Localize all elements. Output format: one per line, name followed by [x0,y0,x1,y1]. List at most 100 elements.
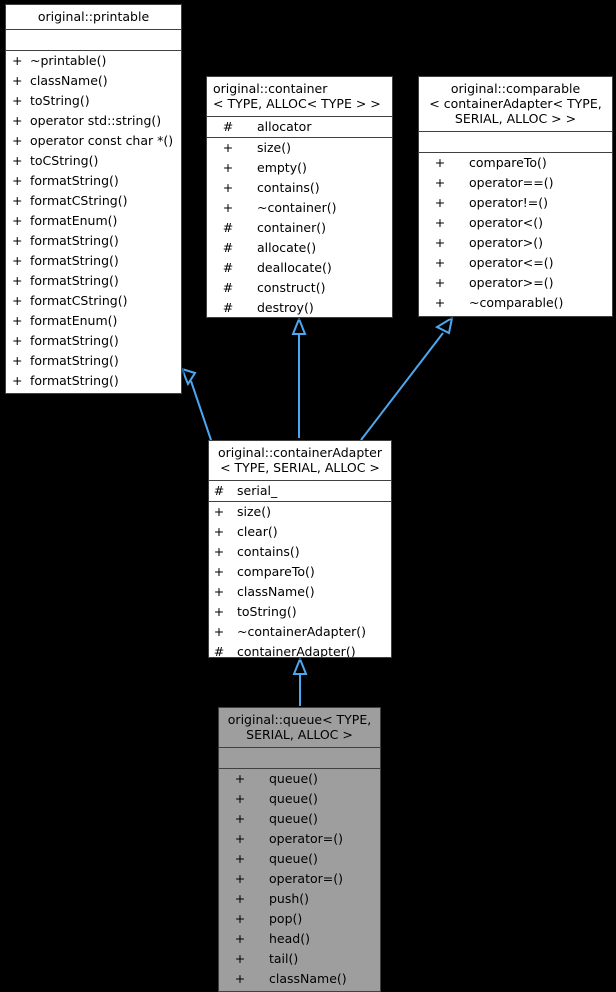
operation-name: operator std::string() [30,113,162,128]
visibility-marker: + [213,564,225,579]
class-box-container-adapter[interactable]: original::containerAdapter < TYPE, SERIA… [208,440,392,658]
operation-row[interactable]: + queue() [219,849,380,869]
operation-row[interactable]: + operator std::string() [6,111,181,131]
operation-name: queue() [269,771,318,786]
operation-row[interactable]: + head() [219,929,380,949]
visibility-marker: # [222,280,234,295]
class-box-queue[interactable]: original::queue< TYPE, SERIAL, ALLOC > +… [218,707,381,992]
operation-name: clear() [237,524,278,539]
visibility-marker: + [12,73,23,88]
operation-name: formatString() [30,333,119,348]
visibility-marker: + [12,93,23,108]
operation-row[interactable]: + compareTo() [419,153,612,173]
operation-row[interactable]: + formatString() [6,371,181,391]
edge-queue-to-adapter [292,656,308,706]
class-box-comparable[interactable]: original::comparable < containerAdapter<… [418,76,613,317]
operation-row[interactable]: + queue() [219,769,380,789]
operation-row[interactable]: + ~containerAdapter() [209,622,391,642]
operation-row[interactable]: + operator=() [219,869,380,889]
operation-row[interactable]: + size() [207,138,392,158]
operation-row[interactable]: + toString() [209,602,391,622]
visibility-marker: + [12,233,23,248]
operation-row[interactable]: # containerAdapter() [209,642,391,657]
class-title-printable: original::printable [6,5,181,30]
operation-row[interactable]: + toCString() [6,151,181,171]
operation-row[interactable]: + size() [209,502,391,522]
hollow-triangle-arrowhead [434,315,454,335]
class-box-printable[interactable]: original::printable + ~printable() + cla… [5,4,182,394]
operation-row[interactable]: # destroy() [207,298,392,317]
visibility-marker: + [12,273,23,288]
empty-attribute-section [419,132,612,152]
operation-row[interactable]: + formatString() [6,171,181,191]
operation-row[interactable]: + formatCString() [6,291,181,311]
operation-name: size() [237,504,271,519]
operation-row[interactable]: + formatString() [6,351,181,371]
operation-name: destroy() [257,300,314,315]
operation-row[interactable]: + queue() [219,809,380,829]
class-title-container-adapter: original::containerAdapter < TYPE, SERIA… [209,441,391,481]
operation-name: toCString() [30,153,99,168]
operation-row[interactable]: # deallocate() [207,258,392,278]
class-operations-container: + size() + empty() + contains() + ~conta… [207,138,392,317]
visibility-marker: + [234,791,246,806]
operation-row[interactable]: + pop() [219,909,380,929]
operation-name: formatString() [30,253,119,268]
operation-row[interactable]: + formatString() [6,331,181,351]
class-attributes-comparable [419,132,612,153]
operation-name: construct() [257,280,326,295]
operation-row[interactable]: + operator<=() [419,253,612,273]
operation-row[interactable]: + contains() [207,178,392,198]
operation-row[interactable]: + formatString() [6,251,181,271]
operation-name: container() [257,220,326,235]
operation-row[interactable]: + formatCString() [6,191,181,211]
operation-row[interactable]: + empty() [207,158,392,178]
class-title-comparable: original::comparable < containerAdapter<… [419,77,612,132]
operation-name: formatString() [30,273,119,288]
operation-row[interactable]: + formatEnum() [6,311,181,331]
operation-name: formatString() [30,233,119,248]
operation-row[interactable]: + formatString() [6,271,181,291]
empty-attribute-section [6,30,181,50]
operation-row[interactable]: + contains() [209,542,391,562]
operation-row[interactable]: + operator>() [419,233,612,253]
operation-row[interactable]: + ~comparable() [419,293,612,313]
operation-name: empty() [257,160,307,175]
operation-row[interactable]: # allocate() [207,238,392,258]
operation-name: head() [269,931,310,946]
hollow-triangle-arrowhead [180,367,197,387]
class-box-container[interactable]: original::container < TYPE, ALLOC< TYPE … [206,76,393,318]
operation-row[interactable]: + ~container() [207,198,392,218]
operation-name: ~printable() [30,53,107,68]
operation-row[interactable]: + operator==() [419,173,612,193]
operation-row[interactable]: + toString() [6,91,181,111]
operation-row[interactable]: + operator!=() [419,193,612,213]
visibility-marker: # [222,240,234,255]
operation-row[interactable]: + formatString() [6,231,181,251]
operation-row[interactable]: + operator=() [219,829,380,849]
operation-row[interactable]: + clear() [209,522,391,542]
operation-row[interactable]: + className() [6,71,181,91]
operation-row[interactable]: + operator const char *() [6,131,181,151]
operation-row[interactable]: + push() [219,889,380,909]
operation-row[interactable]: # construct() [207,278,392,298]
visibility-marker: + [222,180,234,195]
attribute-row[interactable]: # allocator [207,117,392,137]
operation-row[interactable]: + operator<() [419,213,612,233]
class-attributes-queue [219,748,380,769]
operation-row[interactable]: # container() [207,218,392,238]
visibility-marker: + [12,313,23,328]
operation-name: className() [237,584,315,599]
visibility-marker: + [434,235,446,250]
attribute-row[interactable]: # serial_ [209,481,391,501]
operation-row[interactable]: + className() [209,582,391,602]
operation-row[interactable]: + operator>=() [419,273,612,293]
operation-row[interactable]: + queue() [219,789,380,809]
operation-row[interactable]: + ~printable() [6,51,181,71]
visibility-marker: + [234,811,246,826]
class-title-queue: original::queue< TYPE, SERIAL, ALLOC > [219,708,380,748]
operation-row[interactable]: + formatEnum() [6,211,181,231]
operation-row[interactable]: + compareTo() [209,562,391,582]
operation-row[interactable]: + tail() [219,949,380,969]
operation-row[interactable]: + className() [219,969,380,989]
